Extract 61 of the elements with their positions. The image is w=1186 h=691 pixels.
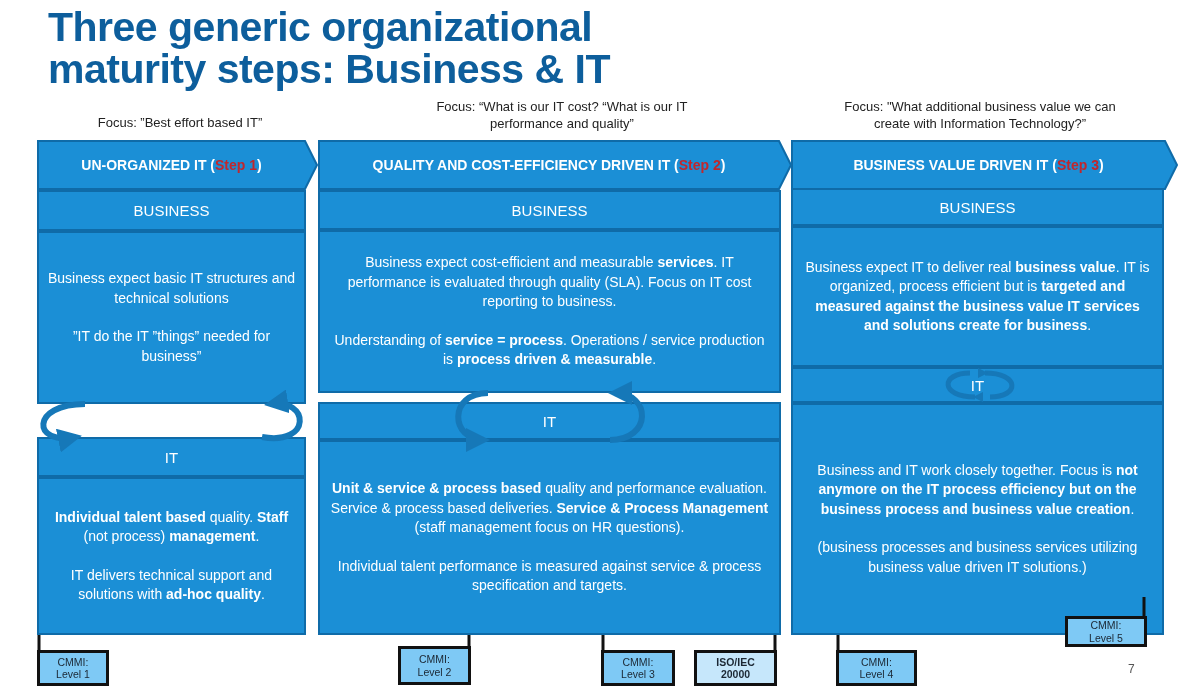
description-text: IT delivers technical support and solutions with ad-hoc quality. <box>69 565 274 604</box>
step-title: UN-ORGANIZED IT (Step 1) <box>81 157 263 173</box>
leader-line <box>773 635 777 650</box>
focus-note: Focus: “What is our IT cost? “What is our IT performance and quality” <box>435 98 689 132</box>
step-header <box>791 140 1178 190</box>
description-text: ”IT do the IT ”things” needed for business” <box>71 327 272 366</box>
level-text: ISO/IEC 20000 <box>715 655 756 681</box>
step-header <box>37 140 318 190</box>
level-tag <box>1065 616 1147 647</box>
leader-line <box>1142 597 1146 616</box>
cycle-arrow <box>455 390 490 450</box>
text-panel <box>791 226 1164 367</box>
description-text: Unit & service & process based quality and performance evaluation. Service & process based deliveries. Service & Process Management (staff management focus on HR questions). <box>329 479 770 538</box>
text-panel <box>318 230 781 393</box>
section-label: IT <box>970 376 985 394</box>
level-text: CMMI: Level 5 <box>1088 619 1124 644</box>
step-title: BUSINESS VALUE DRIVEN IT (Step 3) <box>853 157 1105 173</box>
leader-line <box>37 635 41 650</box>
description-text: Business expect IT to deliver real business value. IT is organized, process efficient but is targeted and measured against the business value IT services and solutions create for business. <box>804 257 1151 335</box>
standard-tag <box>694 650 777 686</box>
description-text: Understanding of service = process. Operations / service production is process driven & measurable. <box>333 330 766 370</box>
step-title: QUALITY AND COST-EFFICIENCY DRIVEN IT (Step 2) <box>372 157 727 173</box>
text-panel <box>37 477 306 635</box>
description-text: Individual talent performance is measured against service & process specification and targets. <box>336 556 763 596</box>
leader-line <box>601 635 605 650</box>
section-label: BUSINESS <box>511 201 588 219</box>
text-panel <box>318 440 781 635</box>
page-number: 7 <box>1128 662 1135 676</box>
level-text: CMMI: Level 1 <box>55 655 91 681</box>
text-panel <box>37 231 306 404</box>
text-panel <box>791 403 1164 635</box>
section-band <box>37 437 306 477</box>
section-label: IT <box>542 412 557 430</box>
section-band <box>791 367 1164 403</box>
level-tag <box>37 650 109 686</box>
cycle-arrow <box>261 391 303 442</box>
step-header <box>318 140 792 190</box>
leader-line <box>836 635 840 650</box>
focus-note: Focus: "What additional business value we can create with Information Technology?” <box>843 98 1117 132</box>
description-text: (business processes and business services utilizing business value driven IT solutions.) <box>816 538 1139 577</box>
cycle-arrow <box>608 382 645 443</box>
description-text: Business expect basic IT structures and technical solutions <box>47 269 296 308</box>
description-text: Business expect cost-efficient and measurable services. IT performance is evaluated through quality (SLA). Focus on IT cost reporting to business. <box>346 253 753 312</box>
level-tag <box>836 650 917 686</box>
section-band <box>318 402 781 440</box>
section-label: IT <box>164 448 179 466</box>
description-text: Individual talent based quality. Staff (not process) management. <box>53 507 290 546</box>
section-band <box>37 190 306 231</box>
focus-note: Focus: ”Best effort based IT” <box>96 114 264 131</box>
level-tag <box>601 650 675 686</box>
section-band <box>318 190 781 230</box>
section-label: BUSINESS <box>133 202 210 219</box>
section-label: BUSINESS <box>939 198 1016 216</box>
level-text: CMMI: Level 3 <box>620 655 656 681</box>
slide-title: Three generic organizational maturity steps: Business & IT <box>48 6 611 90</box>
leader-line <box>467 635 471 646</box>
level-tag <box>398 646 471 685</box>
level-text: CMMI: Level 2 <box>416 653 453 678</box>
description-text: Business and IT work closely together. Focus is not anymore on the IT process efficiency but on the business process and business value creation. <box>816 460 1139 519</box>
level-text: CMMI: Level 4 <box>858 655 895 681</box>
section-band <box>791 188 1164 226</box>
